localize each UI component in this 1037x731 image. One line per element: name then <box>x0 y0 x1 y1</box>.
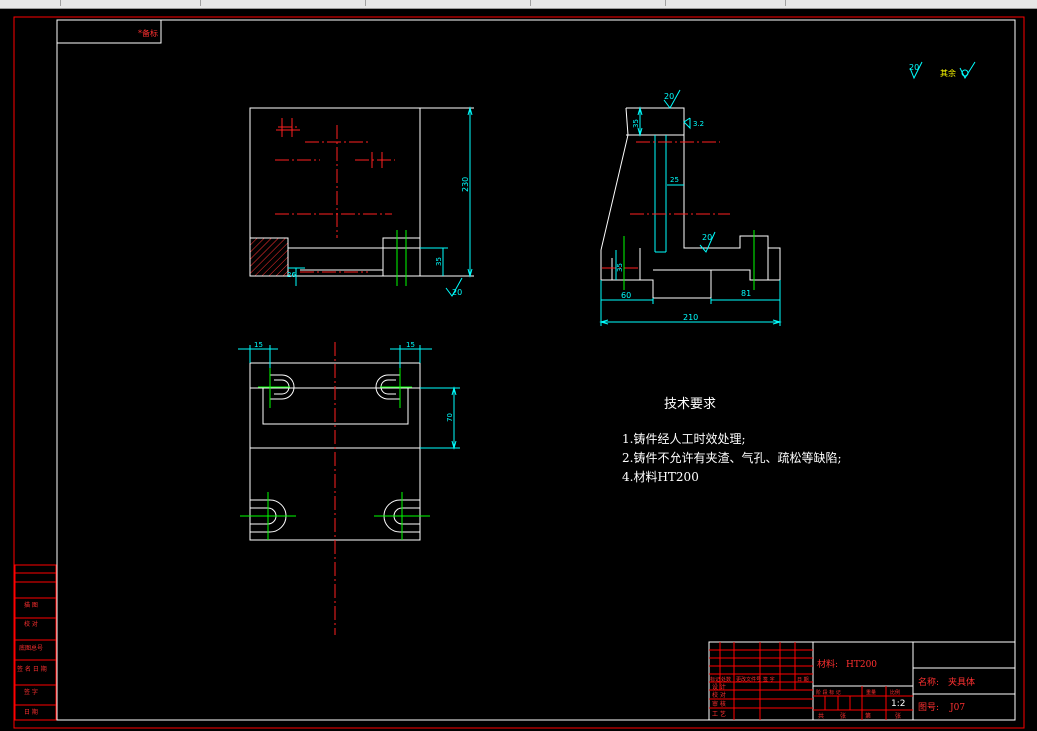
name-value: 夹具体 <box>948 676 975 688</box>
left-strip-label: 签 字 <box>24 688 38 696</box>
requirements-title: 技术要求 <box>664 397 716 412</box>
requirements-item: 1.铸件经人工时效处理; <box>622 431 746 446</box>
scale-value: 1:2 <box>891 699 905 709</box>
side-dim-left-bottom: 60 <box>621 291 631 300</box>
left-strip-label: 校 对 <box>24 620 38 628</box>
requirements-item: 4.材料HT200 <box>622 470 699 484</box>
title-sheet-label: 第 <box>865 712 871 720</box>
title-sheet-label: 张 <box>840 712 846 720</box>
title-grid-label: 签 字 <box>763 676 775 683</box>
title-grid-label: 日 期 <box>797 677 809 683</box>
side-roughness-side: 3.2 <box>693 120 704 128</box>
top-dim-left-slot: 15 <box>254 341 263 349</box>
front-dim-small-vertical: 35 <box>435 257 443 266</box>
front-view: 230 35 26 20 <box>249 106 474 297</box>
window-top-bar <box>0 0 1037 9</box>
toolbar-tab[interactable] <box>530 0 666 6</box>
title-stage-label: 阶 段 标 记 <box>816 689 841 696</box>
title-row-label: 工 艺 <box>712 710 726 718</box>
corner-note: *备标 <box>138 28 158 38</box>
title-sheet-label: 张 <box>895 712 901 720</box>
side-view: 35 20 3.2 25 20 35 60 81 210 <box>599 89 782 326</box>
toolbar-tab[interactable] <box>665 0 786 6</box>
side-dim-top-width: 35 <box>632 119 640 128</box>
front-roughness: 20 <box>452 288 462 297</box>
material-value: HT200 <box>846 660 877 670</box>
left-strip-label: 日 期 <box>24 708 38 716</box>
title-grid-label: 处数 <box>721 676 731 683</box>
left-strip <box>14 564 57 721</box>
title-sheet-label: 共 <box>818 712 824 720</box>
title-stage-label: 比例 <box>890 689 900 696</box>
toolbar-tab[interactable] <box>200 0 366 6</box>
left-strip-label: 底图总号 <box>19 644 43 652</box>
front-dim-small-horizontal: 26 <box>287 271 296 279</box>
toolbar-tab[interactable] <box>60 0 201 6</box>
material-label: 材料: <box>817 658 838 670</box>
side-dim-left-height: 35 <box>616 263 624 272</box>
side-dim-overall-width: 210 <box>683 313 698 322</box>
side-dim-right-bottom: 81 <box>741 289 751 298</box>
side-roughness-mid: 20 <box>702 233 712 242</box>
left-strip-label: 签 名 日 期 <box>17 665 47 673</box>
title-row-label: 设 计 <box>712 683 726 691</box>
side-roughness-top: 20 <box>664 92 674 101</box>
title-row-label: 审 核 <box>712 700 726 708</box>
toolbar-tab[interactable] <box>365 0 531 6</box>
left-strip-label: 描 图 <box>24 601 38 609</box>
roughness-value-top: 20 <box>909 63 919 72</box>
drawing-no-value: J07 <box>949 703 965 713</box>
title-grid-label: 标记 <box>710 676 720 683</box>
title-stage-label: 重量 <box>866 689 876 696</box>
drawing-canvas[interactable]: *备标 描 图 校 对 底图总号 签 名 日 期 签 字 日 期 20 其余 <box>0 9 1037 731</box>
sheet-border <box>13 16 1025 729</box>
front-dim-height: 230 <box>461 177 470 192</box>
roughness-symbol-top <box>909 61 976 80</box>
title-row-label: 校 对 <box>712 691 726 699</box>
name-label: 名称: <box>918 676 939 688</box>
roughness-rest-label: 其余 <box>940 68 956 78</box>
side-dim-inner: 25 <box>670 176 679 184</box>
title-grid-label: 更改文件号 <box>736 676 761 683</box>
top-dim-depth: 70 <box>446 413 454 422</box>
toolbar-tab[interactable] <box>0 0 61 6</box>
top-dim-right-slot: 15 <box>406 341 415 349</box>
drawing-no-label: 图号: <box>918 702 939 713</box>
title-block <box>708 641 1016 721</box>
top-view: 15 15 70 <box>238 341 460 635</box>
requirements-item: 2.铸件不允许有夹渣、气孔、疏松等缺陷; <box>622 450 842 465</box>
